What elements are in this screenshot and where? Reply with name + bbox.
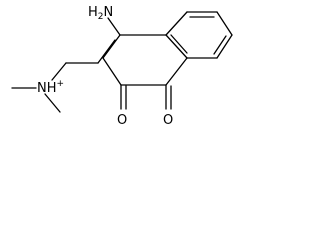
double-bond-outer (97, 39, 116, 64)
chemical-structure: H2N NH+ O O (11, 5, 233, 128)
amine-label: H2N (88, 5, 113, 22)
bond (216, 11, 233, 36)
bond (102, 57, 122, 86)
bond (165, 57, 188, 86)
double-bond-inner (213, 35, 227, 55)
bond (165, 11, 188, 36)
amine-bond (107, 17, 121, 36)
bond (216, 34, 233, 59)
oxo-left-label: O (117, 113, 127, 128)
bond (165, 34, 188, 59)
quinone-ring (97, 34, 188, 86)
methyl-bond-down (44, 93, 61, 113)
ammonium-label: NH+ (37, 79, 64, 96)
bond (102, 34, 121, 59)
benzene-ring (165, 11, 233, 59)
double-bond-inner (170, 34, 188, 54)
methylene-to-n-bond (51, 62, 67, 81)
oxo-right-label: O (163, 113, 173, 128)
